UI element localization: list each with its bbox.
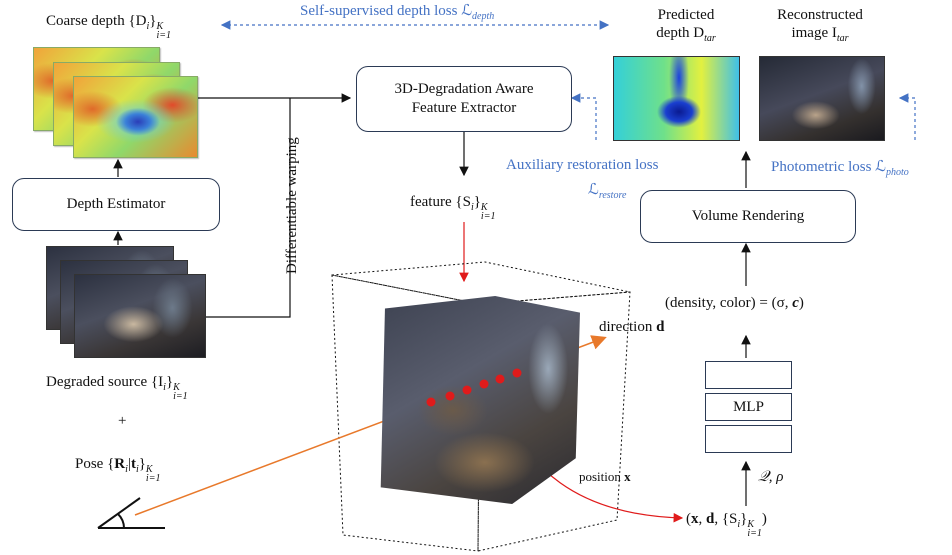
predicted-depth-label: Predicted depth Dtar bbox=[656, 7, 716, 44]
depth-estimator-box: Depth Estimator bbox=[12, 178, 220, 231]
sample-point bbox=[495, 374, 505, 384]
volume-cube bbox=[331, 261, 631, 552]
sample-point bbox=[462, 385, 472, 395]
reconstructed-image bbox=[759, 56, 885, 141]
warping-path bbox=[205, 98, 291, 318]
aux-restoration-loss-label: Auxiliary restoration loss bbox=[506, 157, 659, 173]
coarse-depth-map-3 bbox=[73, 76, 198, 158]
volume-rendering-box: Volume Rendering bbox=[640, 190, 856, 243]
sample-point bbox=[479, 379, 489, 389]
predicted-depth-image bbox=[613, 56, 740, 141]
mlp-box: MLP bbox=[705, 393, 792, 421]
photometric-loss-label: Photometric loss ℒphoto bbox=[771, 159, 909, 178]
direction-label: direction d bbox=[599, 319, 665, 335]
position-label: position x bbox=[579, 469, 631, 484]
self-supervised-loss-label: Self-supervised depth loss ℒdepth bbox=[300, 3, 495, 22]
mlp-layer-bottom bbox=[705, 425, 792, 453]
scene-volume bbox=[380, 296, 580, 504]
reconstructed-image-label: Reconstructed image Itar bbox=[777, 7, 863, 44]
sample-point bbox=[445, 391, 455, 401]
sample-point bbox=[512, 368, 522, 378]
sample-point bbox=[426, 397, 436, 407]
q-rho-label: 𝒬, ρ bbox=[758, 469, 784, 485]
plus-label: + bbox=[118, 413, 127, 429]
density-color-label: (density, color) = (σ, c) bbox=[665, 295, 804, 311]
photometric-loss-arrow bbox=[898, 93, 916, 140]
aux-restoration-loss-symbol: ℒrestore bbox=[588, 182, 627, 201]
source-image-3 bbox=[74, 274, 206, 358]
mlp-layer-top bbox=[705, 361, 792, 389]
aux-loss-arrow bbox=[570, 93, 597, 140]
camera-icon bbox=[97, 497, 165, 529]
